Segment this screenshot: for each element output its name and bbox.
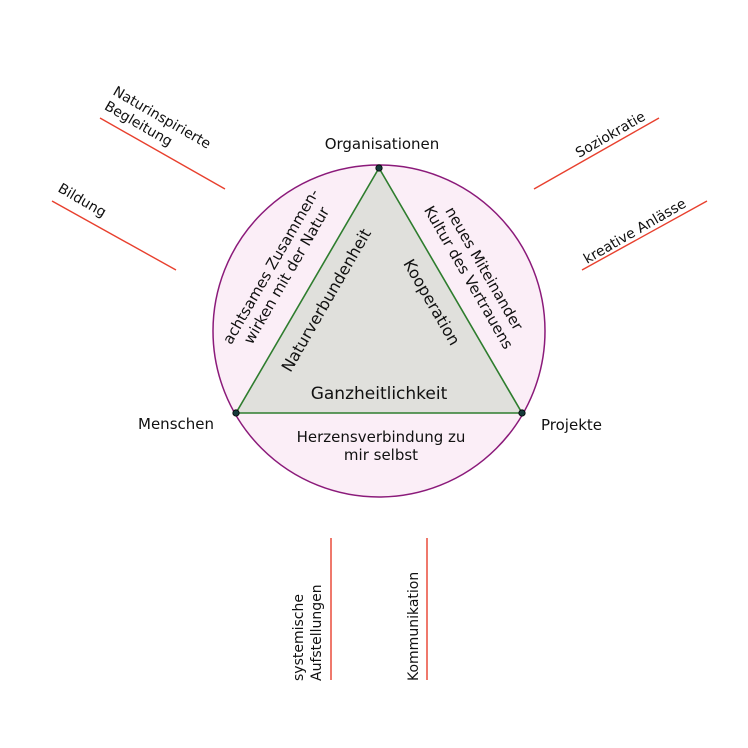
branch-label-naturinspirierte: Naturinspirierte Begleitung [102, 84, 214, 153]
center-label: Ganzheitlichkeit [311, 384, 448, 404]
segment-bottom-line-1: Herzensverbindung zu [297, 428, 466, 446]
vertex-label-organisationen: Organisationen [325, 135, 440, 153]
branch-systemische-line-2: Aufstellungen [309, 584, 325, 681]
branch-label-soziokratie: Soziokratie [573, 109, 648, 162]
vertex-dot-left [232, 409, 240, 417]
branch-line-soziokratie [533, 117, 660, 190]
branch-line-naturinspirierte [99, 117, 226, 190]
branch-systemische-line-1: systemische [291, 594, 307, 681]
branch-label-kommunikation: Kommunikation [406, 572, 422, 681]
vertex-label-projekte: Projekte [541, 416, 602, 434]
vertex-dot-right [518, 409, 526, 417]
branch-line-kreative [581, 200, 708, 271]
branch-line-bildung [51, 200, 177, 271]
branch-label-kreative: kreative Anlässe [581, 196, 689, 268]
branch-label-bildung: Bildung [55, 181, 109, 221]
vertex-label-menschen: Menschen [138, 415, 214, 433]
vertex-dot-top [375, 164, 383, 172]
segment-bottom-line-2: mir selbst [344, 446, 418, 464]
branch-label-systemische: systemische Aufstellungen [291, 584, 325, 681]
triangle [234, 166, 524, 414]
